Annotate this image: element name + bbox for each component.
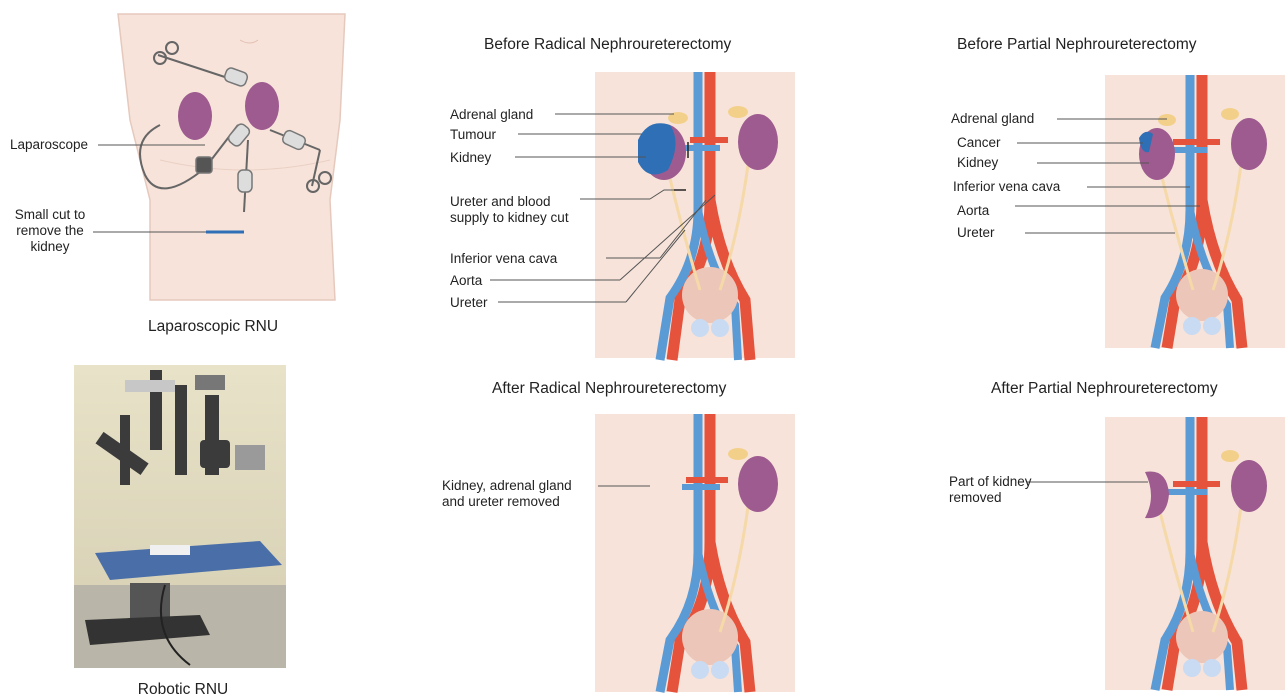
- label-ureter: Ureter: [957, 225, 995, 241]
- label-kidney-removed: Kidney, adrenal gland and ureter removed: [442, 478, 572, 510]
- label-laparoscope: Laparoscope: [10, 137, 88, 153]
- label-kidney: Kidney: [450, 150, 491, 166]
- left-kidney: [178, 92, 212, 140]
- robotic-photo: [0, 355, 360, 700]
- laparoscopic-panel: Laparoscope Small cut to remove the kidn…: [0, 0, 360, 350]
- label-adrenal-gland: Adrenal gland: [951, 111, 1034, 127]
- torso: [118, 14, 345, 300]
- after-radical-panel: After Radical Nephroureterectomy Kidney,…: [420, 372, 860, 700]
- remaining-kidney: [738, 456, 778, 512]
- after-partial-diagram: [945, 372, 1285, 700]
- label-aorta: Aorta: [957, 203, 989, 219]
- after-partial-panel: After Partial Nephroureterectomy Part of…: [945, 372, 1285, 700]
- kidney-right: [738, 114, 778, 170]
- laparoscopic-illustration: [0, 0, 360, 350]
- before-partial-panel: Before Partial Nephroureterectomy Adrena…: [945, 30, 1285, 360]
- label-part-removed: Part of kidney removed: [949, 474, 1032, 506]
- label-tumour: Tumour: [450, 127, 496, 143]
- label-ureter: Ureter: [450, 295, 488, 311]
- label-cancer: Cancer: [957, 135, 1001, 151]
- before-radical-panel: Before Radical Nephroureterectomy: [420, 30, 860, 360]
- label-ivc: Inferior vena cava: [450, 251, 557, 267]
- robotic-panel: Robotic RNU: [0, 355, 360, 700]
- label-aorta: Aorta: [450, 273, 482, 289]
- before-partial-diagram: [945, 30, 1285, 360]
- caption-laparoscopic: Laparoscopic RNU: [118, 318, 308, 336]
- right-kidney: [245, 82, 279, 130]
- label-small-cut: Small cut to remove the kidney: [2, 207, 98, 255]
- label-ureter-blood: Ureter and blood supply to kidney cut: [450, 194, 569, 226]
- label-ivc: Inferior vena cava: [953, 179, 1060, 195]
- label-adrenal-gland: Adrenal gland: [450, 107, 533, 123]
- caption-robotic: Robotic RNU: [88, 681, 278, 699]
- after-radical-diagram: [420, 372, 860, 700]
- label-kidney: Kidney: [957, 155, 998, 171]
